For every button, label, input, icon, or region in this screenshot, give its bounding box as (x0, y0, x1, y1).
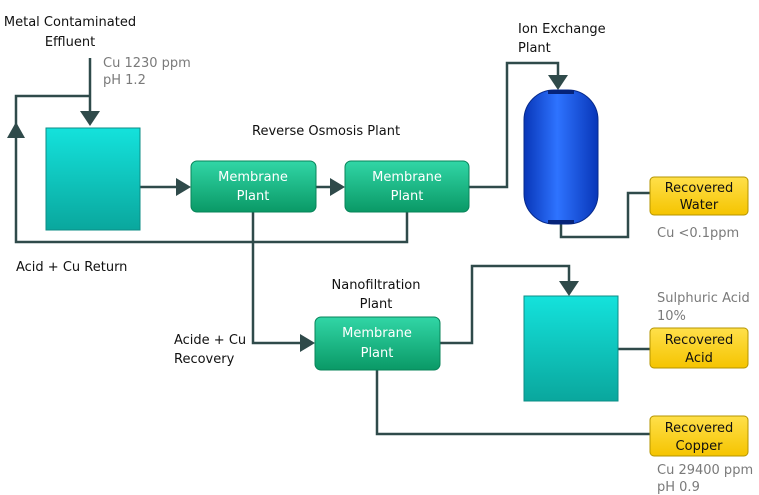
pipe-nanofiltration-to-copper (375, 370, 650, 436)
effluent-label-line-2: Effluent (45, 35, 95, 50)
acide-cu-recovery-label-line-1: Acide + Cu (174, 333, 246, 348)
membrane-plant-3-line-2: Plant (361, 346, 394, 361)
ion-exchange-label-line-1: Ion Exchange (518, 22, 606, 37)
ion-exchange-label-line-2: Plant (518, 41, 551, 56)
recovered-water-box: Recovered Water (649, 176, 749, 216)
arrowhead-down-ion-exchange (548, 75, 568, 90)
recovered-acid-line-1: Recovered (665, 333, 734, 348)
effluent-label-line-1: Metal Contaminated (4, 15, 136, 30)
sulphuric-acid-label-line-2: 10% (657, 309, 686, 324)
acid-tank (523, 295, 619, 402)
pipe-membrane-2-to-ion-exchange (469, 61, 560, 189)
copper-ph: pH 0.9 (657, 480, 700, 495)
membrane-plant-2: Membrane Plant (344, 160, 470, 213)
recovered-copper-box: Recovered Copper (649, 415, 749, 457)
water-cu-quality: Cu <0.1ppm (657, 226, 739, 241)
arrowhead-right-nanofiltration (300, 334, 315, 352)
recovered-water-line-1: Recovered (665, 181, 734, 196)
effluent-cu-concentration: Cu 1230 ppm (103, 56, 191, 71)
nanofiltration-label-line-2: Plant (360, 297, 393, 312)
membrane-plant-2-line-1: Membrane (372, 170, 442, 185)
effluent-ph: pH 1.2 (103, 73, 146, 88)
recovered-water-line-2: Water (680, 198, 719, 213)
ion-exchange-vessel (523, 89, 599, 225)
membrane-plant-2-line-2: Plant (391, 189, 424, 204)
arrowhead-up-return (7, 122, 25, 138)
membrane-plant-1: Membrane Plant (190, 160, 317, 213)
acid-cu-return-label: Acid + Cu Return (16, 260, 127, 275)
copper-cu-concentration: Cu 29400 ppm (657, 463, 753, 478)
feed-tank (45, 127, 141, 231)
recovered-acid-box: Recovered Acid (649, 327, 749, 369)
arrowhead-down-tank (80, 111, 100, 126)
arrowheads (7, 75, 579, 352)
acide-cu-recovery-label-line-2: Recovery (174, 352, 235, 367)
arrowhead-right-membrane-1 (176, 178, 191, 196)
membrane-plant-3-line-1: Membrane (342, 326, 412, 341)
recovered-copper-line-2: Copper (676, 439, 724, 454)
recovered-acid-line-2: Acid (685, 351, 713, 366)
nanofiltration-label-line-1: Nanofiltration (332, 278, 421, 293)
membrane-plant-1-line-2: Plant (237, 189, 270, 204)
membrane-plant-1-line-1: Membrane (218, 170, 288, 185)
pipe-membrane-1-to-nanofiltration (251, 212, 302, 345)
recovered-copper-line-1: Recovered (665, 421, 734, 436)
sulphuric-acid-label-line-1: Sulphuric Acid (657, 291, 750, 306)
membrane-plant-nanofiltration: Membrane Plant (314, 316, 441, 371)
pipe-nanofiltration-to-acid-tank (440, 264, 571, 345)
reverse-osmosis-label: Reverse Osmosis Plant (252, 124, 400, 139)
arrowhead-right-membrane-2 (330, 178, 345, 196)
pipe-ion-exchange-to-water (559, 191, 650, 239)
pipe-return-bottom (14, 137, 409, 244)
arrowhead-down-acid-tank (559, 281, 579, 296)
